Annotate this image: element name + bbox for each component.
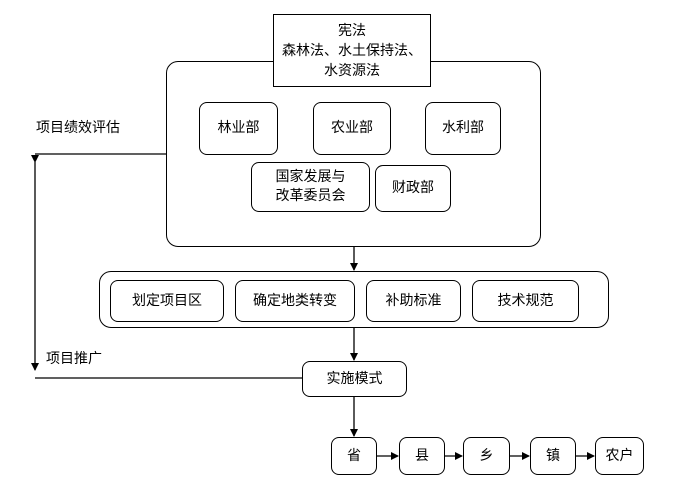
law-box: 宪法 森林法、水土保持法、 水资源法 [273,14,431,87]
dept-ndrc-line2: 改革委员会 [275,188,346,204]
measures-frame [99,271,609,328]
label-performance-evaluation: 项目绩效评估 [36,120,120,136]
level-farmer: 农户 [595,437,644,475]
label-project-promotion: 项目推广 [46,351,102,367]
dept-agriculture: 农业部 [313,102,391,155]
measure-technical-spec: 技术规范 [472,280,579,322]
dept-forestry: 林业部 [199,102,278,155]
measure-subsidy-standard: 补助标准 [366,280,461,322]
level-county: 县 [399,437,445,475]
dept-ndrc-line1: 国家发展与 [275,169,346,185]
measure-land-conversion: 确定地类转变 [235,280,355,322]
level-township: 乡 [463,437,510,475]
implementation-mode: 实施模式 [302,361,407,397]
measure-project-area: 划定项目区 [110,280,224,322]
level-province: 省 [331,437,377,475]
law-constitution: 宪法 [338,22,366,39]
dept-ndrc: 国家发展与 改革委员会 [251,162,370,212]
dept-finance: 财政部 [375,165,451,212]
dept-water: 水利部 [425,102,501,155]
law-forest-soil: 森林法、水土保持法、 [282,42,422,59]
level-town: 镇 [530,437,576,475]
law-water: 水资源法 [324,62,380,79]
